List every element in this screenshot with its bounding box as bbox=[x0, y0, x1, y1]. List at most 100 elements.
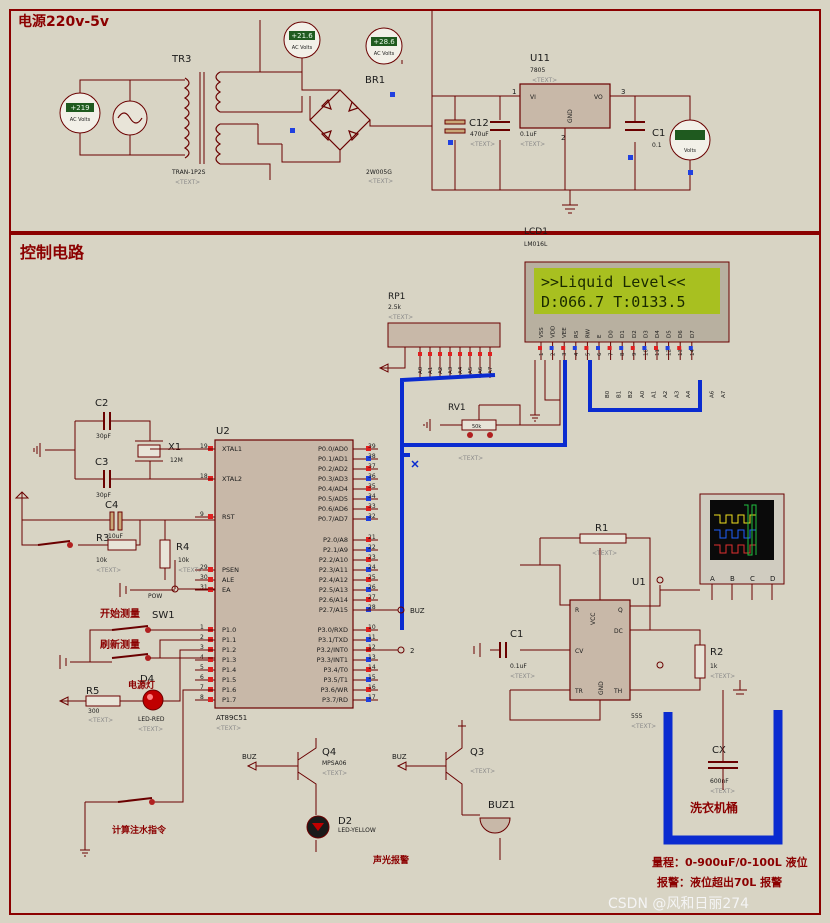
lcd-ground-wires bbox=[530, 360, 560, 422]
c12-capacitor[interactable] bbox=[444, 119, 466, 134]
mcu-right-pin-marker bbox=[366, 456, 371, 461]
mcu-right-pin-name: P0.1/AD1 bbox=[318, 455, 348, 463]
mcu-right-pin-marker bbox=[366, 587, 371, 592]
c4-capacitor[interactable] bbox=[109, 511, 123, 531]
ground-symbol-power bbox=[562, 204, 578, 214]
crystal-x1[interactable] bbox=[135, 440, 163, 462]
mcu-right-pin-number: 21 bbox=[368, 534, 376, 541]
svg-text:Q: Q bbox=[618, 607, 623, 614]
lcd-pin-name: D3 bbox=[643, 330, 649, 338]
mcu-right-pin-marker bbox=[366, 547, 371, 552]
svg-text:2: 2 bbox=[561, 134, 565, 142]
c3-capacitor[interactable] bbox=[103, 470, 111, 488]
regulator-text: <TEXT> bbox=[532, 77, 557, 84]
c1-timer-capacitor[interactable] bbox=[499, 642, 507, 658]
timer-bottom-wires bbox=[490, 585, 701, 721]
mcu-right-pin-name: P3.7/RD bbox=[322, 696, 348, 704]
mcu-right-pin-marker bbox=[366, 637, 371, 642]
lcd-pin-marker bbox=[665, 346, 670, 350]
c2-capacitor[interactable] bbox=[103, 412, 111, 430]
lcd-pin-marker bbox=[654, 346, 658, 350]
lcd-bus bbox=[402, 360, 702, 447]
water-command-button[interactable] bbox=[117, 797, 155, 805]
mcu-right-pin-number: 17 bbox=[368, 694, 376, 701]
water-command-wires bbox=[80, 689, 215, 857]
c1-power-capacitor[interactable] bbox=[625, 121, 645, 131]
power-section-frame bbox=[9, 9, 821, 233]
pow-terminal bbox=[171, 585, 179, 593]
mcu-right-pin-number: 26 bbox=[368, 584, 376, 591]
timer-out-terminal bbox=[656, 576, 664, 584]
mcu-left-pin-marker bbox=[208, 577, 213, 582]
transformer[interactable] bbox=[183, 71, 222, 165]
mcu-right-pin-marker bbox=[366, 697, 371, 702]
oscilloscope[interactable] bbox=[699, 493, 785, 585]
mcu-right-pin-marker bbox=[366, 446, 371, 451]
mcu-left-pin-number: 31 bbox=[200, 584, 208, 591]
led-wires bbox=[58, 649, 215, 706]
c1-timer-ref: C1 bbox=[510, 629, 523, 640]
led-text: <TEXT> bbox=[138, 726, 163, 733]
mcu-right-pin-number: 36 bbox=[368, 473, 376, 480]
start-measure-button[interactable] bbox=[111, 625, 151, 633]
mcu-right-pin-number: 34 bbox=[368, 493, 376, 500]
mcu-right-pin-number: 15 bbox=[368, 674, 376, 681]
cx-capacitor[interactable] bbox=[708, 761, 738, 769]
alarm-label: 声光报警 bbox=[372, 854, 409, 866]
svg-text:+28.6: +28.6 bbox=[373, 38, 395, 46]
lcd-pin-name: VEE bbox=[562, 327, 568, 338]
q4-ref: Q4 bbox=[322, 747, 336, 758]
re-measure-button[interactable] bbox=[111, 653, 151, 661]
mcu-model: AT89C51 bbox=[216, 714, 247, 722]
dc-output-voltmeter[interactable]: Volts bbox=[669, 119, 711, 161]
mcu-right-pin-number: 25 bbox=[368, 574, 376, 581]
svg-text:Volts: Volts bbox=[684, 148, 696, 154]
r2-resistor[interactable] bbox=[694, 644, 706, 679]
potentiometer-rv1[interactable] bbox=[440, 360, 561, 438]
r5-resistor[interactable] bbox=[85, 695, 121, 707]
buz-net-label: BUZ bbox=[410, 607, 425, 615]
c2-ref: C2 bbox=[95, 398, 108, 409]
rp1-net-label: A0 bbox=[418, 366, 424, 374]
c-capacitor[interactable] bbox=[490, 121, 510, 131]
reset-button[interactable] bbox=[37, 540, 73, 548]
mcu-right-pin-number: 39 bbox=[368, 443, 376, 450]
mcu-chip[interactable] bbox=[214, 439, 354, 709]
svg-text:DC: DC bbox=[614, 628, 623, 635]
rp1-net-label: A2 bbox=[438, 367, 444, 374]
r2-value: 1k bbox=[710, 663, 718, 670]
mcu-left-pin-name: P1.0 bbox=[222, 626, 236, 634]
ac-input-voltmeter[interactable]: +219 AC Volts bbox=[59, 92, 101, 134]
ac-secondary-voltmeter-2[interactable]: +28.6 AC Volts bbox=[365, 27, 403, 65]
voltage-regulator[interactable]: VI VO GND 1 3 2 bbox=[512, 83, 625, 142]
range-note: 量程：0-900uF/0-100L 液位 bbox=[652, 855, 808, 869]
lcd-pin-name: E bbox=[597, 334, 603, 338]
timer-555[interactable]: VCC R Q DC CV TR TH GND bbox=[569, 599, 631, 701]
buzzer-buz1[interactable] bbox=[479, 817, 511, 834]
resistor-pack-rp1[interactable] bbox=[387, 322, 501, 348]
r3-resistor[interactable] bbox=[107, 539, 137, 551]
power-led-red[interactable] bbox=[142, 689, 164, 711]
rv1-ground bbox=[423, 419, 431, 431]
mcu-right-pin-name: P2.7/A15 bbox=[319, 606, 348, 614]
ac-secondary-voltmeter-1[interactable]: +21.6 AC Volts bbox=[283, 21, 321, 59]
lcd-pin-number: 5 bbox=[585, 352, 591, 356]
cx-text: <TEXT> bbox=[710, 788, 735, 795]
control-section-frame bbox=[9, 233, 821, 915]
mcu-right-pin-name: P2.6/A14 bbox=[319, 596, 348, 604]
q4-buz-net: BUZ bbox=[242, 753, 257, 761]
lcd-pin-name: D7 bbox=[690, 330, 696, 338]
lcd-display[interactable]: >>Liquid Level<< D:066.7 T:0133.5 bbox=[524, 261, 730, 343]
lcd-pin-number: 3 bbox=[562, 352, 568, 356]
r4-resistor[interactable] bbox=[159, 539, 171, 569]
u1-ref: U1 bbox=[632, 577, 646, 588]
mcu-text: <TEXT> bbox=[216, 725, 241, 732]
bridge-rectifier[interactable] bbox=[309, 89, 371, 151]
lcd-pin-name: D1 bbox=[620, 330, 626, 338]
c1-timer-text: <TEXT> bbox=[510, 673, 535, 680]
led-yellow-d2[interactable] bbox=[306, 815, 330, 839]
mcu-right-pin-marker bbox=[366, 537, 371, 542]
r1-potentiometer[interactable] bbox=[579, 533, 627, 544]
switch-wires bbox=[59, 629, 215, 669]
rp1-common-wire bbox=[380, 347, 406, 369]
